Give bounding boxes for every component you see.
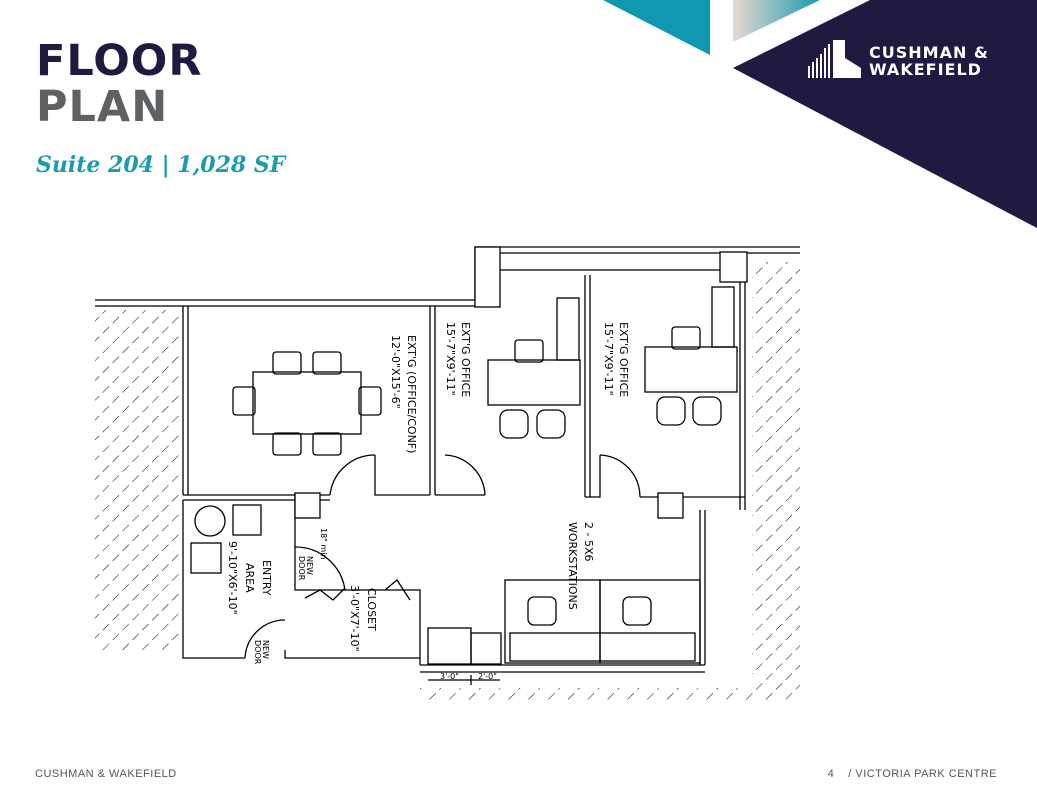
label-dim1: 3'-0" <box>440 672 459 681</box>
footer-property: / VICTORIA PARK CENTRE <box>848 768 997 780</box>
wall-office2 <box>590 269 746 510</box>
room-labels: EXT'G (OFFICE/CONF) 12'-0"X15'-6" EXT'G … <box>226 322 630 681</box>
label-conf-name: EXT'G (OFFICE/CONF) <box>405 335 418 453</box>
label-office1-name: EXT'G OFFICE <box>459 322 472 397</box>
hatch-right <box>752 262 800 702</box>
suite-subtitle: Suite 204 | 1,028 SF <box>36 152 286 178</box>
office-chairs <box>499 326 722 626</box>
label-closet-name: CLOSET <box>365 588 378 631</box>
workstation-2 <box>599 579 701 664</box>
door-conf <box>329 454 376 496</box>
conference-table <box>252 371 362 435</box>
hatch-bottom <box>420 688 752 702</box>
table-round <box>194 505 226 537</box>
conference-chairs <box>232 351 382 456</box>
label-new-door-a2: DOOR <box>297 556 306 581</box>
label-ws-count: 2 - 5X6 <box>582 522 595 562</box>
label-new-door-b2: DOOR <box>253 640 262 665</box>
label-entry-size: 9'-10"X6'-10" <box>226 541 239 615</box>
page-title-line2: PLAN <box>36 82 169 132</box>
teal-triangle <box>603 0 710 55</box>
label-new-door-a1: NEW <box>305 556 314 575</box>
door-new <box>294 546 346 591</box>
label-closet-size: 3'-0"X7'-10" <box>348 585 361 652</box>
logo-line1: CUSHMAN & <box>869 43 989 62</box>
workstation-1 <box>504 579 601 664</box>
chair-entry-1 <box>232 504 262 536</box>
label-dim2: 2'-0" <box>478 672 497 681</box>
wall-conf <box>182 306 436 501</box>
door-entry <box>244 619 286 659</box>
label-ws-name: WORKSTATIONS <box>566 522 579 610</box>
navy-triangle <box>733 0 1037 228</box>
cw-logo-icon <box>808 40 861 78</box>
wall-office1 <box>435 269 601 498</box>
counter <box>427 627 472 665</box>
label-entry-2: AREA <box>243 563 256 593</box>
desk-office2 <box>644 346 738 393</box>
page-title-line1: FLOOR <box>36 36 203 86</box>
label-new-door-b1: NEW <box>261 640 270 659</box>
chair-entry-2 <box>190 542 222 574</box>
label-office2-name: EXT'G OFFICE <box>617 322 630 397</box>
footer-page-info: 4 / VICTORIA PARK CENTRE <box>814 768 997 780</box>
closet-bifold <box>304 579 411 601</box>
label-conf-size: 12'-0"X15'-6" <box>389 335 402 409</box>
desk-office1 <box>487 359 581 406</box>
logo-text: CUSHMAN & WAKEFIELD <box>869 44 989 78</box>
label-entry-1: ENTRY <box>260 560 273 596</box>
hatch-left <box>95 310 180 650</box>
label-office1-size: 15'-7"X9'-11" <box>444 322 457 396</box>
page-number: 4 <box>827 768 835 780</box>
label-office2-size: 15'-7"X9'-11" <box>602 322 615 396</box>
label-min-clear: 18" min <box>319 528 328 560</box>
gradient-triangle <box>733 0 820 42</box>
wall-entry <box>182 495 421 665</box>
wall-open <box>420 510 706 673</box>
exterior-wall <box>95 246 800 307</box>
footer-brand: CUSHMAN & WAKEFIELD <box>35 768 177 780</box>
logo-line2: WAKEFIELD <box>869 60 982 79</box>
